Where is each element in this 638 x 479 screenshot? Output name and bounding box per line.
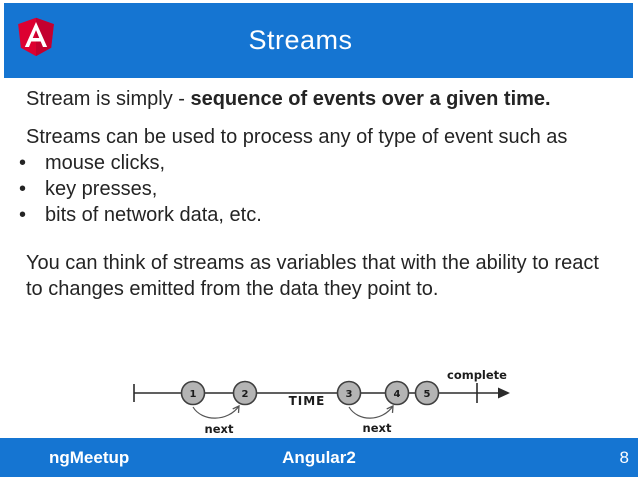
event-circle-number: 3 [346, 389, 353, 400]
event-circles: 1 2 3 4 5 [180, 380, 440, 406]
paragraph-3: You can think of streams as variables th… [26, 252, 599, 300]
event-circle-number: 5 [424, 389, 431, 400]
angular-logo-icon [18, 17, 54, 57]
event-circle-3 [336, 380, 362, 406]
timeline-arrowhead-icon [498, 387, 510, 399]
complete-label: complete [447, 368, 507, 382]
event-circle-1 [180, 380, 206, 406]
header-bar: Streams [4, 3, 633, 78]
page-title: Streams [248, 25, 353, 55]
event-circle-4 [384, 380, 410, 406]
time-label: TIME [289, 394, 326, 408]
intro-regular-text: Stream is simply - [26, 88, 191, 110]
list-item: mouse clicks, [19, 150, 610, 176]
event-circle-5 [414, 380, 440, 406]
event-circle-number: 1 [190, 389, 197, 400]
footer-bar: ngMeetup Angular2 8 [0, 438, 638, 477]
list-item: bits of network data, etc. [19, 202, 610, 228]
next-arrows [192, 404, 394, 419]
paragraph-2: Streams can be used to process any of ty… [26, 126, 568, 148]
intro-line: Stream is simply - sequence of events ov… [26, 86, 610, 112]
next-label: next [205, 422, 234, 436]
footer-meetup-name: ngMeetup [49, 447, 130, 467]
footer-deck-title: Angular2 [282, 447, 356, 467]
next-arc-1-2 [192, 404, 240, 419]
event-circle-2 [232, 380, 258, 406]
slide-page-number: 8 [619, 447, 629, 467]
intro-bold-text: sequence of events over a given time. [190, 88, 551, 110]
next-arc-3-4 [348, 404, 394, 419]
stream-timeline-diagram: events complete TIME 1 2 3 [133, 368, 510, 436]
event-circle-number: 4 [394, 389, 401, 400]
bullet-list: mouse clicks, key presses, bits of netwo… [19, 150, 610, 228]
next-label: next [363, 421, 392, 435]
list-item: key presses, [19, 176, 610, 202]
event-circle-number: 2 [242, 389, 249, 400]
slide-body: Stream is simply - sequence of events ov… [19, 86, 610, 302]
